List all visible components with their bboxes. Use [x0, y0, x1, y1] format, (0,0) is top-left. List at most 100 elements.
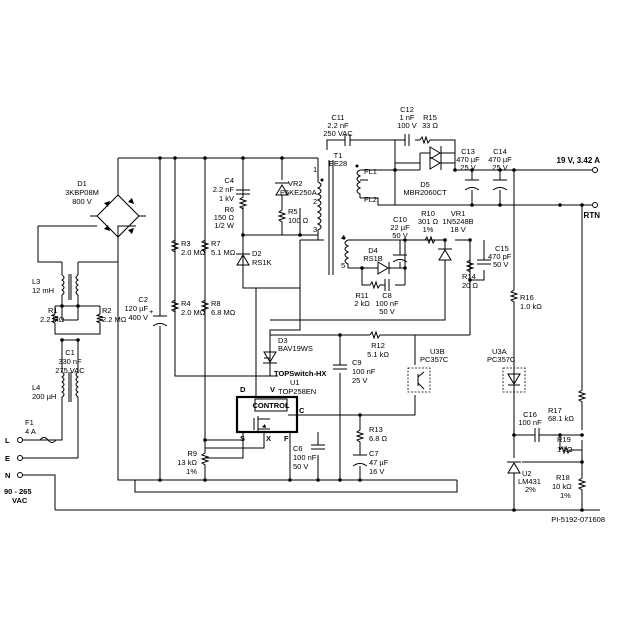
label-parts-c9-2: 25 V [352, 376, 367, 385]
label-parts-c6-0: C6 [293, 444, 303, 453]
label-parts-c12-0: C12 [400, 105, 414, 114]
label-parts-c2-2: 400 V [128, 313, 148, 322]
resistor-r18 [577, 477, 587, 494]
label-parts-c10-0: C10 [393, 215, 407, 224]
label-parts-r10-0: R10 [421, 209, 435, 218]
label-parts-d2-0: D2 [252, 249, 262, 258]
label-parts-r9-0: R9 [187, 449, 197, 458]
label-parts-d4-0: D4 [368, 246, 378, 255]
label-e: E [5, 454, 10, 463]
label-parts-c4-2: 1 kV [219, 194, 234, 203]
label-pins-control: CONTROL [252, 401, 289, 410]
label-parts-c10-2: 50 V [392, 231, 407, 240]
label-parts-c12-1: 1 nF [399, 113, 414, 122]
label-parts-r12-0: R12 [371, 341, 385, 350]
label-parts-r5-0: R5 [288, 207, 298, 216]
label-parts-vr1-1: 1N5248B [442, 217, 473, 226]
labels: 19 V, 3.42 A RTN L E N 90 - 265 VAC PI-5… [4, 105, 605, 524]
label-pins-s: S [240, 434, 245, 443]
diode-d5 [404, 134, 442, 170]
label-pins-t2: 2 [313, 197, 317, 206]
label-parts-l3-1: 12 mH [32, 286, 54, 295]
label-parts-c10-1: 22 µF [390, 223, 410, 232]
resistor-r12 [369, 330, 381, 340]
label-parts-r8-1: 6.8 MΩ [211, 308, 236, 317]
resistor-r19 [559, 445, 582, 455]
label-parts-d2-1: RS1K [252, 258, 272, 267]
label-parts-r18-1: 10 kΩ [552, 482, 572, 491]
capacitor-c7 [352, 454, 368, 467]
label-parts-u2-1: LM431 [518, 477, 541, 486]
output-capacitors [464, 179, 508, 191]
label-parts-r10-2: 1% [423, 225, 434, 234]
label-parts-r4-1: 2.0 MΩ [181, 308, 206, 317]
label-parts-r12-1: 5.1 kΩ [367, 350, 389, 359]
label-parts-c15-1: 470 pF [488, 252, 512, 261]
label-parts-l4-0: L4 [32, 383, 40, 392]
capacitor-c6 [311, 444, 325, 450]
label-parts-r3-1: 2.0 MΩ [181, 248, 206, 257]
label-parts-c1-1: 330 nF [58, 357, 82, 366]
label-parts-r2-0: R2 [102, 306, 112, 315]
label-parts-c13-1: 470 µF [456, 155, 480, 164]
fuse-f1 [39, 437, 57, 443]
diode-d3 [263, 351, 277, 364]
label-parts-c7-0: C7 [369, 449, 379, 458]
wiring [22, 139, 600, 511]
label-parts-vr1-2: 18 V [450, 225, 465, 234]
label-parts-r7-0: R7 [211, 239, 221, 248]
label-parts-r11-0: R11 [355, 291, 368, 300]
label-parts-c15-2: 50 V [493, 260, 508, 269]
label-parts-r15-1: 33 Ω [422, 121, 438, 130]
capacitor-c11 [344, 134, 351, 146]
label-parts-r18-0: R18 [556, 473, 570, 482]
label-parts-c1-0: C1 [65, 348, 75, 357]
label-parts-c11-1: 2.2 nF [327, 121, 349, 130]
terminals [17, 167, 598, 478]
label-parts-r14-1: 20 Ω [462, 281, 478, 290]
label-input-unit: VAC [12, 496, 28, 505]
label-parts-r2-1: 2.2 MΩ [102, 315, 127, 324]
label-parts-c14-0: C14 [493, 147, 507, 156]
label-pins-t3: 3 [313, 225, 317, 234]
label-l: L [5, 436, 10, 445]
optocoupler-u3b [407, 367, 431, 393]
label-parts-d1-0: D1 [77, 179, 87, 188]
bridge-rectifier-d1 [90, 194, 146, 238]
ic-u1 [235, 395, 299, 434]
label-parts-d5-1: MBR2060CT [403, 188, 447, 197]
label-parts-r17-0: R17 [548, 406, 562, 415]
label-parts-c11-0: C11 [331, 113, 344, 122]
label-parts-c6-1: 100 nF [293, 453, 317, 462]
label-pins-v: V [270, 385, 275, 394]
resistor-r17 [577, 389, 587, 412]
label-parts-r6-0: R6 [224, 205, 234, 214]
label-pins-c: C [299, 406, 305, 415]
choke-l3 [61, 274, 79, 300]
label-parts-c13-2: 25 V [460, 163, 475, 172]
label-parts-c7-1: 47 µF [369, 458, 389, 467]
label-parts-c16-0: C16 [523, 410, 537, 419]
label-parts-r3-0: R3 [181, 239, 191, 248]
label-parts-t1-1: EE28 [329, 159, 347, 168]
label-parts-r9-1: 13 kΩ [177, 458, 197, 467]
label-parts-u2-0: U2 [522, 469, 532, 478]
label-parts-r19-1: 1 kΩ [557, 445, 573, 454]
label-parts-vr2-1: P6KE250A [280, 188, 317, 197]
label-parts-c4-1: 2.2 nF [213, 185, 235, 194]
junction-dots [60, 156, 584, 512]
label-pins-fl1: FL1 [364, 167, 377, 176]
label-parts-c12-2: 100 V [397, 121, 417, 130]
label-parts-c13-0: C13 [461, 147, 475, 156]
label-parts-r19-0: R19 [557, 435, 571, 444]
resistor-r13 [355, 429, 365, 443]
label-parts-r4-0: R4 [181, 299, 191, 308]
label-parts-u1-1: U1 [290, 378, 300, 387]
label-parts-c8-2: 50 V [379, 307, 394, 316]
label-pins-f: F [284, 434, 289, 443]
label-parts-c2-0: C2 [138, 295, 148, 304]
label-rtn: RTN [584, 211, 601, 220]
label-parts-vr1-0: VR1 [451, 209, 466, 218]
label-parts-c2-1: 120 µF [125, 304, 149, 313]
label-parts-r6-2: 1/2 W [214, 221, 235, 230]
